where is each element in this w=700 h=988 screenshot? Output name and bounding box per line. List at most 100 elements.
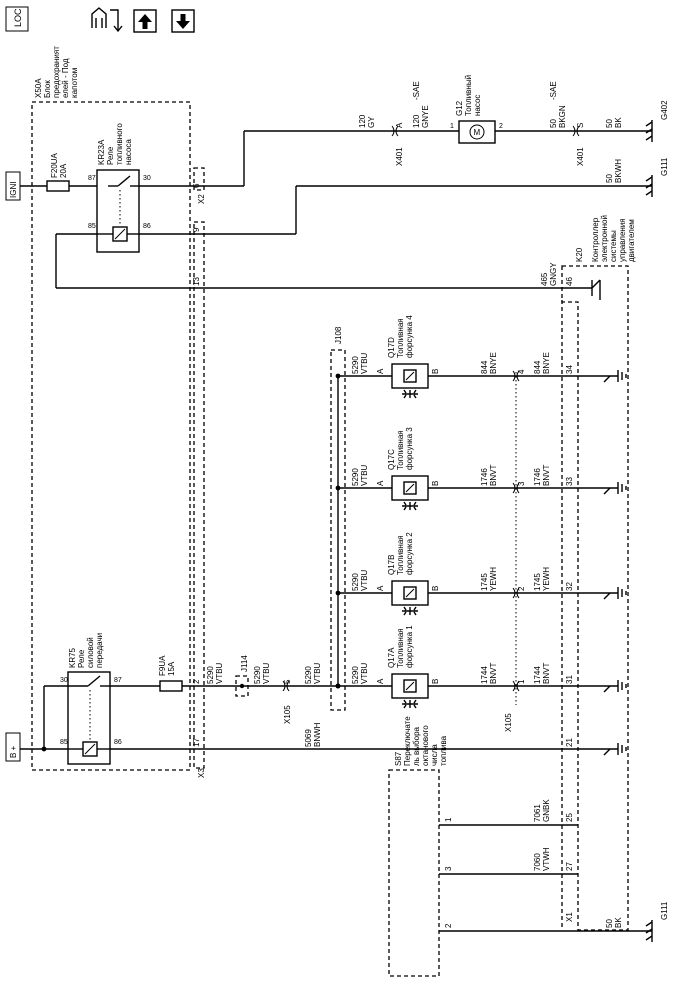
injector-supply-wire-color: VTBU: [360, 662, 369, 684]
svg-text:-SAE: -SAE: [549, 81, 558, 100]
navigation-icon[interactable]: [91, 7, 123, 33]
fuel-injector: [391, 673, 429, 699]
x401-connector-a: [391, 125, 399, 137]
injector-code: Q17B: [387, 555, 396, 575]
ecm-injector-pin: 31: [565, 675, 574, 684]
relay-kr23a-label: KR23A Реле топливного насоса: [97, 123, 133, 165]
svg-text:B +: B +: [9, 745, 18, 758]
injector-code: Q17C: [387, 449, 396, 470]
s87-pin-1: 1: [444, 817, 453, 822]
junction-j114: J114: [235, 655, 249, 697]
injector-label-line2: форсунка 3: [405, 427, 414, 470]
junction-j108-label: J108: [334, 326, 343, 344]
ground-g111-top: G111: [645, 157, 669, 197]
junction-j108: [330, 349, 346, 711]
wire-465-label: 465: [540, 272, 549, 286]
svg-text:топлива: топлива: [439, 735, 448, 766]
svg-text:A: A: [395, 122, 404, 128]
x105-pin: 1: [517, 679, 526, 684]
svg-text:Реле: Реле: [77, 649, 86, 668]
connector-x2: [193, 167, 205, 191]
fuel-injector-row: [335, 363, 627, 399]
svg-text:электронной: электронной: [600, 215, 609, 262]
svg-text:елей - Под: елей - Под: [61, 58, 70, 98]
injector-wire-number-ecm: 1744: [533, 666, 542, 684]
x105-pin: 2: [517, 586, 526, 591]
ignition-power-label: IGNI: [5, 171, 21, 201]
svg-text:120: 120: [358, 114, 367, 128]
svg-text:G12: G12: [455, 100, 464, 116]
x105-connector: [512, 482, 520, 494]
bus-supply-labels: 5290 VTBU 5290 VTBU 5 X105 5290 VTBU: [206, 662, 322, 724]
injector-supply-wire-number: 5290: [351, 468, 360, 486]
injector-label-line1: Топливная: [396, 430, 405, 470]
ecm-pin-21: 21: [565, 738, 574, 747]
arrow-up-button[interactable]: [133, 9, 157, 33]
pump-motor-icon: [469, 124, 485, 140]
injector-wire-number-ecm: 1745: [533, 573, 542, 591]
wire-vtwh-label: VTWH: [542, 847, 551, 871]
injector-label-line1: Топливная: [396, 318, 405, 358]
injector-wire-number-ecm: 1746: [533, 468, 542, 486]
fuel-injector-row: [335, 475, 627, 511]
fuel-pump-g12: [458, 120, 496, 144]
injector-pin-a: A: [376, 480, 385, 486]
injector-supply-wire-number: 5290: [351, 356, 360, 374]
s87-pin-3: 3: [444, 866, 453, 871]
arrow-down-button[interactable]: [171, 9, 195, 33]
fuel-pump-label: G12 Топливный насос: [455, 75, 482, 116]
svg-text:5: 5: [283, 679, 292, 684]
injector-supply-wire-number: 5290: [351, 573, 360, 591]
fuel-injector-row: [335, 673, 627, 709]
injector-pin-b: B: [431, 679, 440, 684]
fuse-f20ua-name: F20UA: [50, 152, 59, 178]
svg-text:50: 50: [549, 119, 558, 128]
pin-6-label: 6: [192, 183, 201, 188]
fuse-f20ua: [46, 180, 70, 192]
x105-connector: [512, 587, 520, 599]
pin-2-label: 2: [192, 679, 201, 684]
x105-label-injectors: X105: [504, 713, 513, 732]
kr23a-pin-85: 85: [88, 223, 96, 230]
wire-bk-bottom-label: BK: [614, 917, 623, 928]
svg-text:GY: GY: [367, 116, 376, 128]
injector-wire-color-ecm: BNYE: [542, 352, 551, 374]
injector-pin-a: A: [376, 678, 385, 684]
fuel-injector: [391, 475, 429, 501]
injector-wire-number: 1744: [480, 666, 489, 684]
pump-motor-letter: M: [474, 128, 481, 137]
x105-connector-5: [282, 680, 290, 692]
ecm-pin-27: 27: [565, 862, 574, 871]
injector-wire-number: 844: [480, 360, 489, 374]
fuel-injector: [391, 363, 429, 389]
injector-spray-icon: [402, 606, 418, 616]
fuse-relay-block-outline: [31, 101, 191, 771]
wire-gnbk-label: GNBK: [542, 799, 551, 822]
svg-text:VTBU: VTBU: [313, 662, 322, 684]
svg-text:насос: насос: [473, 95, 482, 116]
injector-code: Q17D: [387, 337, 396, 358]
injector-pin-b: B: [431, 369, 440, 374]
ecm-pin-46: 46: [565, 277, 574, 286]
svg-text:октанового: октанового: [421, 725, 430, 766]
svg-text:Контроллер: Контроллер: [591, 217, 600, 262]
injector-wire-color-ecm: BNVT: [542, 663, 551, 684]
ecm-pin-25: 25: [565, 813, 574, 822]
wire-5069-label: 5069: [304, 729, 313, 747]
injector-supply-wire-color: VTBU: [360, 352, 369, 374]
svg-text:G111: G111: [660, 157, 669, 176]
arrow-down-icon: [176, 14, 190, 29]
loc-button[interactable]: LOC: [5, 6, 29, 32]
svg-text:IGNI: IGNI: [9, 182, 18, 198]
injector-wire-color: BNVT: [489, 465, 498, 486]
svg-text:топливного: топливного: [115, 123, 124, 165]
svg-text:5290: 5290: [304, 666, 313, 684]
injector-label-line1: Топливная: [396, 535, 405, 575]
svg-text:G402: G402: [660, 100, 669, 120]
injector-supply-wire-number: 5290: [351, 666, 360, 684]
fuse-relay-block-label: X50A Блок предохраният елей - Под капото…: [34, 46, 79, 98]
svg-text:Реле: Реле: [106, 146, 115, 165]
svg-text:X105: X105: [283, 705, 292, 724]
wire-50-bottom-label: 50: [605, 919, 614, 928]
injector-label-line1: Топливная: [396, 628, 405, 668]
